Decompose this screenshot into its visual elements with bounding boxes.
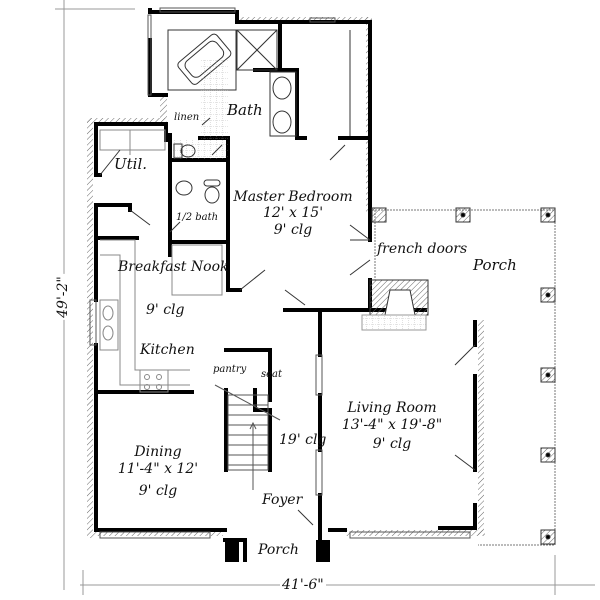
dining-ceiling: 9' clg (138, 483, 178, 499)
room-label-pantry: pantry (213, 364, 247, 375)
room-label-foyer: Foyer (262, 492, 303, 508)
porch-outline (372, 209, 556, 546)
bath-fixtures (167, 29, 351, 204)
master-bedroom-ceiling: 9' clg (273, 222, 313, 238)
living-room-size: 13'-4" x 19'-8" (341, 417, 443, 433)
room-label-linen: linen (174, 112, 200, 123)
room-label-master-bedroom: Master Bedroom (233, 189, 353, 205)
room-label-living-room: Living Room (347, 400, 437, 416)
breakfast-nook-ceiling: 9' clg (146, 302, 185, 318)
room-label-bath: Bath (227, 101, 263, 119)
dimension-depth: 49'-2" (54, 274, 71, 320)
porch-columns (371, 207, 556, 545)
room-label-front-porch: Porch (258, 542, 299, 558)
dimension-lines (55, 0, 595, 595)
front-porch-posts (225, 540, 330, 562)
room-label-dining: Dining (134, 444, 182, 460)
windows (89, 7, 471, 539)
master-bedroom-size: 12' x 15' (262, 205, 324, 221)
living-room-ceiling: 9' clg (372, 436, 412, 452)
room-label-half-bath: 1/2 bath (176, 212, 219, 223)
staircase (214, 384, 281, 490)
dimension-width: 41'-6" (280, 577, 326, 593)
label-french-doors: french doors (377, 241, 468, 257)
room-label-util: Util. (114, 155, 148, 173)
door-swings (99, 117, 476, 526)
utility-shelves (99, 129, 166, 155)
room-label-kitchen: Kitchen (140, 342, 195, 358)
stair-ceiling: 19' clg (279, 432, 327, 448)
room-label-side-porch: Porch (473, 256, 517, 274)
room-label-breakfast-nook: Breakfast Nook (118, 259, 229, 275)
fireplace (361, 279, 429, 331)
dining-size: 11'-4" x 12' (117, 461, 199, 477)
room-label-seat: seat (261, 369, 283, 380)
kitchen-counters (99, 239, 223, 393)
